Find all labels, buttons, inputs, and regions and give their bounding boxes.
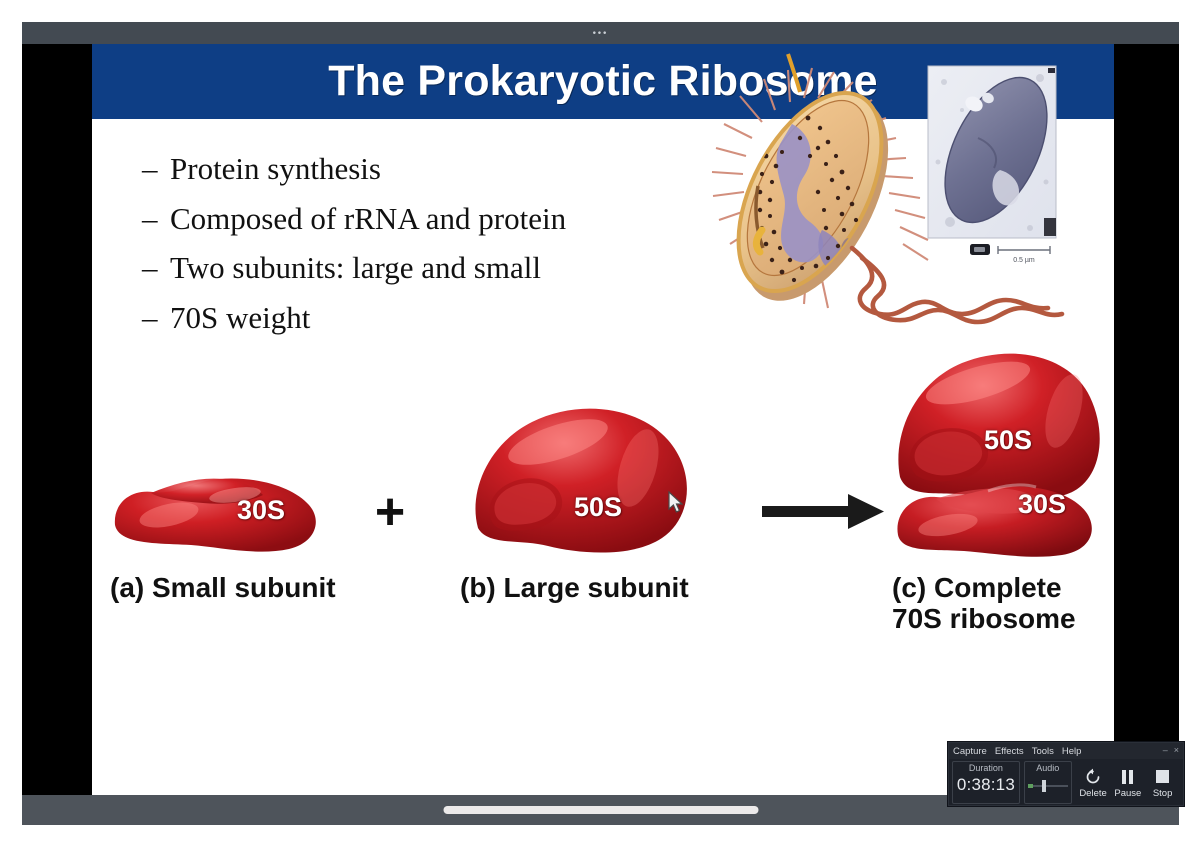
cytoplasm — [746, 99, 870, 277]
arrow-right-icon — [762, 494, 884, 529]
specular-highlight — [209, 487, 261, 503]
subunit-interface — [987, 483, 1037, 493]
small-subunit-body — [114, 478, 316, 552]
pause-button[interactable]: Pause — [1110, 761, 1145, 804]
delete-button[interactable]: Delete — [1076, 761, 1111, 804]
presentation-slide: The Prokaryotic Ribosome – Protein synth… — [92, 44, 1114, 795]
home-indicator[interactable] — [443, 806, 758, 814]
bullet-text: Two subunits: large and small — [170, 250, 541, 286]
bacterium-figure: 0.5 µm — [700, 52, 1100, 342]
bullet-marker: – — [142, 200, 158, 236]
duration-label: Duration — [968, 763, 1003, 773]
bullet-text: Protein synthesis — [170, 151, 381, 186]
subunit-groove-inner — [494, 482, 557, 525]
small-subunit-label: 30S — [237, 495, 286, 525]
stop-square-icon — [1156, 766, 1170, 788]
bullet-marker: – — [142, 300, 158, 336]
stop-button[interactable]: Stop — [1145, 761, 1180, 804]
delete-label: Delete — [1079, 787, 1107, 799]
menu-item-help[interactable]: Help — [1061, 745, 1082, 757]
specular-highlight — [1045, 374, 1083, 448]
recorder-body: Duration 0:38:13 Audio Delete — [949, 759, 1183, 804]
large-subunit-label: 50S — [574, 492, 623, 522]
slide-bullet-list: – Protein synthesis – Composed of rRNA a… — [142, 149, 612, 348]
minimize-button[interactable]: – — [1162, 745, 1168, 755]
subunit-groove-inner — [914, 431, 983, 476]
complete-30s-label: 30S — [1018, 489, 1067, 519]
stop-label: Stop — [1152, 787, 1173, 799]
small-subunit-figure: 30S — [107, 459, 337, 569]
scale-bar: 0.5 µm — [970, 244, 1051, 264]
caption-a: (a) Small subunit — [110, 572, 336, 603]
complete-ribosome-figure: 50S 30S — [892, 349, 1107, 569]
player-bottom-bar — [22, 795, 1179, 825]
specular-highlight — [925, 361, 1031, 405]
specular-highlight — [918, 513, 978, 537]
bullet-marker: – — [142, 250, 158, 286]
caption-c: (c) Complete 70S ribosome — [892, 572, 1076, 635]
audio-level-slider[interactable] — [1027, 778, 1068, 794]
plus-sign: + — [374, 483, 406, 541]
scale-bar-label: 0.5 µm — [1013, 257, 1035, 264]
bacterium-illustration-svg: 0.5 µm — [711, 53, 1065, 325]
basal-body-icon — [752, 226, 766, 256]
nucleoid — [776, 124, 824, 263]
slide-title: The Prokaryotic Ribosome — [328, 57, 878, 105]
recorder-menu-bar[interactable]: Capture Effects Tools Help – × — [949, 743, 1183, 759]
flagellum-stub-icon — [786, 53, 802, 93]
specular-highlight — [139, 502, 199, 528]
small-subunit-lobe — [151, 478, 263, 504]
slider-knob[interactable] — [1041, 780, 1046, 792]
complete-30s-body — [897, 486, 1092, 557]
bullet-marker: – — [142, 151, 158, 186]
menu-item-tools[interactable]: Tools — [1031, 745, 1054, 757]
subunit-groove — [489, 478, 563, 531]
screen-recorder-widget[interactable]: Capture Effects Tools Help – × Duration … — [948, 742, 1184, 806]
video-stage[interactable]: The Prokaryotic Ribosome – Protein synth… — [22, 44, 1179, 795]
player-top-bar: ••• — [22, 22, 1179, 44]
cut-edge — [754, 185, 765, 249]
large-subunit-figure: 50S — [462, 394, 712, 574]
audio-level-meter — [1027, 784, 1033, 788]
duration-value: 0:38:13 — [956, 775, 1015, 794]
duration-panel: Duration 0:38:13 — [952, 761, 1020, 804]
menu-item-effects[interactable]: Effects — [994, 745, 1024, 757]
slider-track — [1027, 785, 1068, 787]
reaction-arrow — [762, 484, 892, 539]
flagella-icon — [849, 245, 1065, 325]
plasmid — [769, 115, 785, 131]
menu-item-capture[interactable]: Capture — [953, 745, 987, 757]
bullet-item: – 70S weight — [142, 298, 612, 338]
caption-b: (b) Large subunit — [460, 572, 689, 603]
complete-50s-label: 50S — [984, 425, 1033, 455]
complete-50s-body — [898, 353, 1100, 500]
tem-micrograph — [927, 65, 1057, 239]
bullet-item: – Protein synthesis — [142, 149, 612, 189]
specular-highlight — [617, 429, 659, 507]
specular-highlight — [508, 419, 608, 465]
subunit-lobe — [936, 488, 1048, 514]
bullet-text: 70S weight — [170, 300, 311, 336]
bullet-item: – Two subunits: large and small — [142, 248, 612, 288]
large-subunit-body — [475, 408, 687, 553]
audio-label: Audio — [1036, 763, 1060, 773]
undo-circle-icon — [1084, 766, 1102, 788]
close-button[interactable]: × — [1173, 745, 1179, 755]
player-more-options-icon[interactable]: ••• — [592, 27, 609, 38]
bullet-item: – Composed of rRNA and protein — [142, 199, 612, 239]
pause-label: Pause — [1114, 787, 1142, 799]
subunit-groove — [909, 428, 989, 482]
bullet-text: Composed of rRNA and protein — [170, 200, 567, 236]
pause-bars-icon — [1122, 766, 1134, 788]
audio-panel[interactable]: Audio — [1023, 761, 1072, 804]
